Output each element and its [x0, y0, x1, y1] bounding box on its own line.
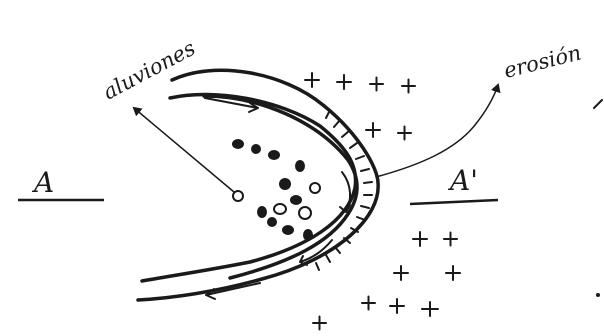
section-label-left: A	[31, 166, 54, 199]
flow-arrows	[205, 98, 350, 299]
erosion-label: erosión	[501, 41, 583, 83]
alluvium-pointer	[134, 108, 243, 201]
section-line-right	[410, 200, 498, 204]
section-label-right: A'	[447, 164, 478, 197]
alluvium-deposits	[232, 139, 320, 241]
flow-arrow-right	[340, 172, 350, 212]
erosion-hatching	[316, 110, 372, 270]
edge-mark-bottom	[596, 293, 600, 297]
erosion-pointer	[376, 85, 498, 177]
edge-mark-top	[594, 100, 602, 108]
